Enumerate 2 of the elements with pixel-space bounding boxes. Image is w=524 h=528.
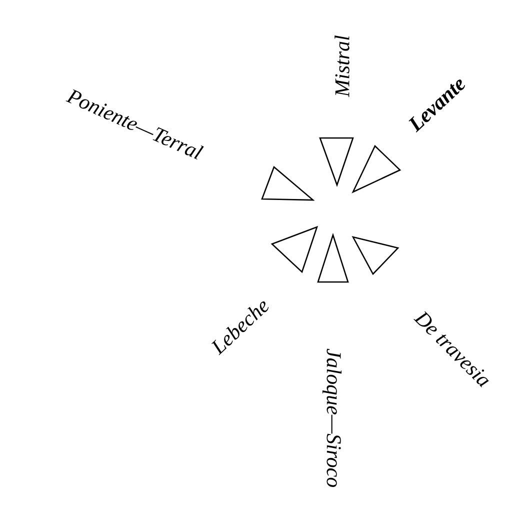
wind-label: Jaloque—Siroco — [322, 348, 342, 487]
wind-label: Mistral — [334, 36, 350, 98]
